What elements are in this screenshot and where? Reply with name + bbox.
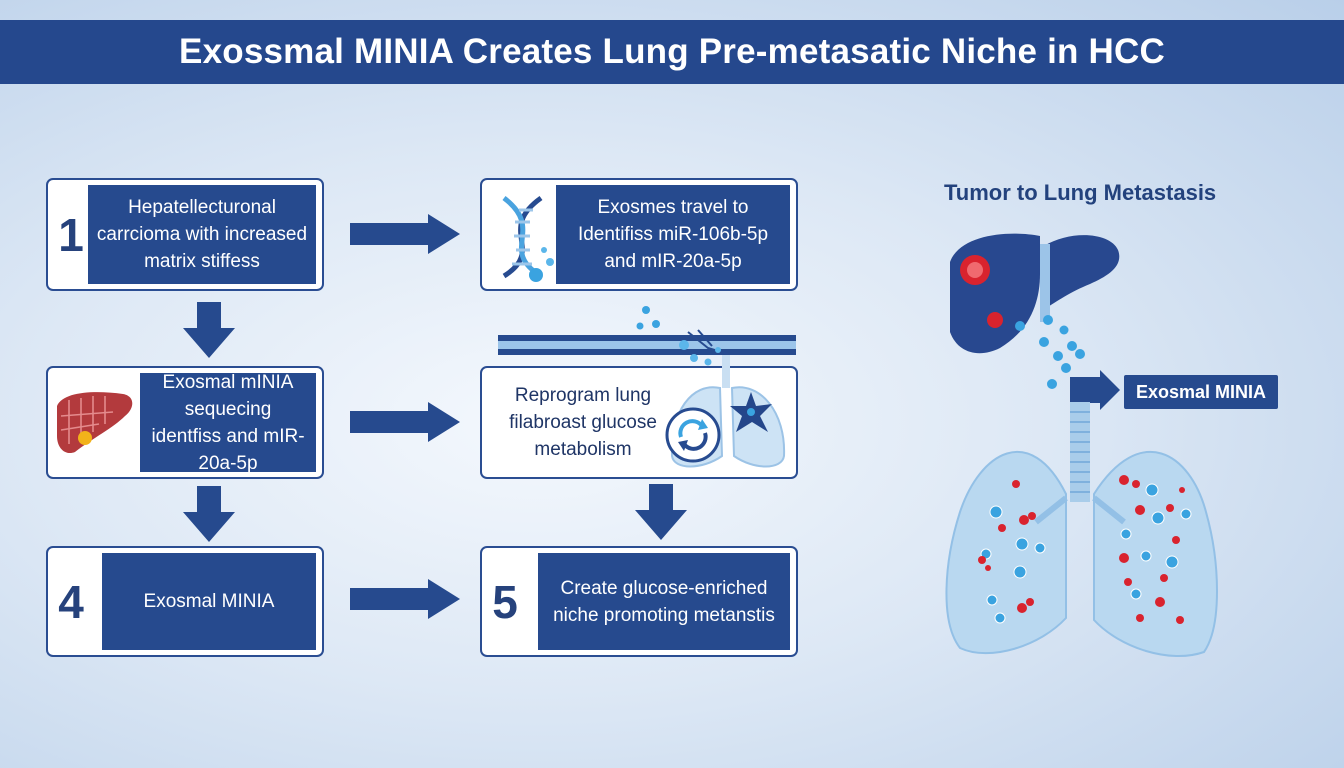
step-4-text: Exosmal MINIA: [102, 553, 316, 650]
step-4-card: 4 Exosmal MINIA: [46, 546, 324, 657]
metastasis-illustration: [940, 222, 1240, 662]
step-3-text: Exosmal mINIA sequecing identfiss and mI…: [140, 372, 316, 474]
arrow-down-3: [635, 484, 687, 540]
step-reprogram-text: Reprogram lung filabroast glucose metabo…: [509, 385, 657, 460]
blood-vessel-icon: [498, 302, 798, 372]
arrow-down-2: [183, 486, 235, 542]
step-3-card: Exosmal mINIA sequecing identfiss and mI…: [46, 366, 324, 479]
dna-icon: [486, 190, 566, 282]
arrow-right-3: [350, 579, 460, 619]
arrow-down-1: [183, 302, 235, 358]
step-2-card: Exosmes travel to Identifiss miR-106b-5p…: [480, 178, 798, 291]
liver-icon: [950, 233, 1120, 354]
fibroblast-icon: [726, 388, 776, 438]
arrow-right-1: [350, 214, 460, 254]
step-1-number: 1: [58, 208, 84, 261]
side-title: Tumor to Lung Metastasis: [944, 180, 1217, 205]
step-5-text: Create glucose-enriched niche promoting …: [538, 553, 790, 650]
title-banner: Exossmal MINIA Creates Lung Pre-metasati…: [0, 20, 1344, 84]
arrow-right-2: [350, 402, 460, 442]
cycle-icon: [664, 406, 722, 464]
page-title: Exossmal MINIA Creates Lung Pre-metasati…: [179, 32, 1165, 71]
exosome-label: Exosmal MINIA: [1124, 375, 1278, 409]
step-2-text: Exosmes travel to Identifiss miR-106b-5p…: [556, 185, 790, 284]
step-1-text: Hepatellecturonal carrcioma with increas…: [88, 185, 316, 284]
step-4-number: 4: [58, 575, 84, 628]
step-5-number: 5: [492, 575, 518, 628]
exosome-trail: [1015, 315, 1085, 389]
step-1-card: 1 Hepatellecturonal carrcioma with incre…: [46, 178, 324, 291]
step-reprogram-card: Reprogram lung filabroast glucose metabo…: [480, 352, 798, 479]
liver-icon: [53, 386, 137, 458]
step-5-card: 5 Create glucose-enriched niche promotin…: [480, 546, 798, 657]
